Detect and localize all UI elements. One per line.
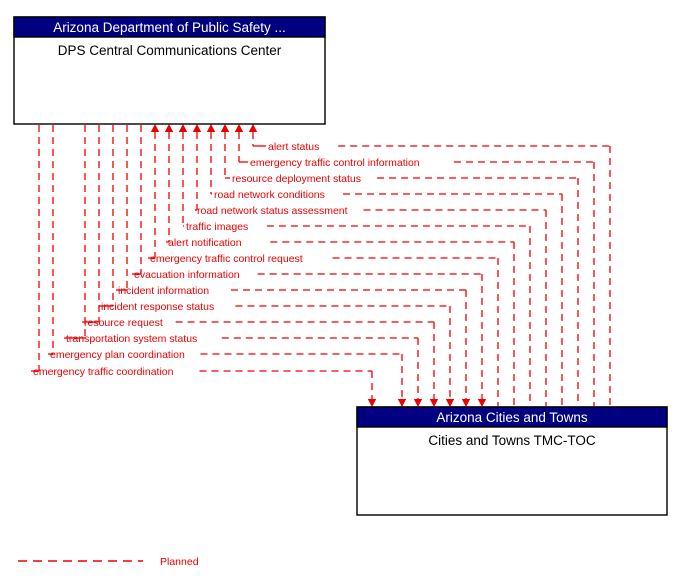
flow-label: transportation system status <box>66 333 197 345</box>
flow-connector[interactable]: transportation system status <box>64 125 423 407</box>
flow-connector[interactable]: road network conditions <box>206 124 563 406</box>
target-box-title: Arizona Cities and Towns <box>436 410 588 425</box>
flow-arrowhead-up <box>192 124 202 132</box>
flow-arrowhead-up <box>248 124 258 132</box>
flow-label: incident response status <box>101 301 214 313</box>
flow-arrowhead-up <box>164 124 174 132</box>
flow-arrowhead-up <box>220 124 230 132</box>
flow-arrowhead-down <box>461 399 471 407</box>
flow-label: emergency plan coordination <box>50 349 185 361</box>
flow-connector[interactable]: incident information <box>116 125 471 407</box>
source-box-title: Arizona Department of Public Safety ... <box>53 20 286 35</box>
flow-label: emergency traffic control information <box>250 157 420 169</box>
flow-connector[interactable]: road network status assessment <box>192 124 547 406</box>
legend-label: Planned <box>160 556 199 568</box>
flow-arrowhead-down <box>397 399 407 407</box>
target-box-header <box>356 406 668 428</box>
flow-connector[interactable]: emergency traffic control request <box>148 124 499 406</box>
flow-label: resource deployment status <box>232 173 361 185</box>
flow-arrowhead-up <box>206 124 216 132</box>
source-box-subtitle: DPS Central Communications Center <box>58 43 282 58</box>
flow-connector[interactable]: emergency plan coordination <box>48 125 407 407</box>
flow-arrowhead-up <box>150 124 160 132</box>
flow-connector[interactable]: evacuation information <box>132 125 487 407</box>
legend-item: Planned <box>18 556 199 568</box>
flow-connector[interactable]: emergency traffic coordination <box>31 125 377 407</box>
target-box-subtitle: Cities and Towns TMC-TOC <box>428 433 596 448</box>
flow-label: road network status assessment <box>197 205 348 217</box>
flow-arrowhead-down <box>413 399 423 407</box>
flow-label: alert status <box>268 141 319 153</box>
flow-connector-layer: alert status emergency traffic control in… <box>31 124 611 407</box>
flow-arrowhead-up <box>178 124 188 132</box>
flow-label: emergency traffic control request <box>150 253 303 265</box>
flow-label: incident information <box>118 285 209 297</box>
flow-connector[interactable]: emergency traffic control information <box>234 124 595 406</box>
source-box-header <box>13 16 326 38</box>
flow-connector[interactable]: incident response status <box>99 125 455 407</box>
flow-label: traffic images <box>186 221 248 233</box>
source-box[interactable]: Arizona Department of Public Safety ... … <box>13 16 326 125</box>
flow-connector[interactable]: resource deployment status <box>220 124 579 406</box>
flow-connector[interactable]: traffic images <box>178 124 531 406</box>
flow-connector[interactable]: alert notification <box>164 124 515 406</box>
flow-label: evacuation information <box>134 269 240 281</box>
flow-label: resource request <box>84 317 163 329</box>
flow-label: alert notification <box>168 237 242 249</box>
flow-arrowhead-down <box>367 399 377 407</box>
flow-arrowhead-up <box>234 124 244 132</box>
target-box[interactable]: Arizona Cities and Towns Cities and Town… <box>356 406 668 516</box>
flow-connector[interactable]: resource request <box>82 125 439 407</box>
flow-arrowhead-down <box>445 399 455 407</box>
flow-arrowhead-down <box>429 399 439 407</box>
flow-connector[interactable]: alert status <box>248 124 611 406</box>
flow-label: road network conditions <box>214 189 325 201</box>
flow-label: emergency traffic coordination <box>33 366 174 378</box>
flow-arrowhead-down <box>477 399 487 407</box>
legend: Planned <box>18 556 199 568</box>
